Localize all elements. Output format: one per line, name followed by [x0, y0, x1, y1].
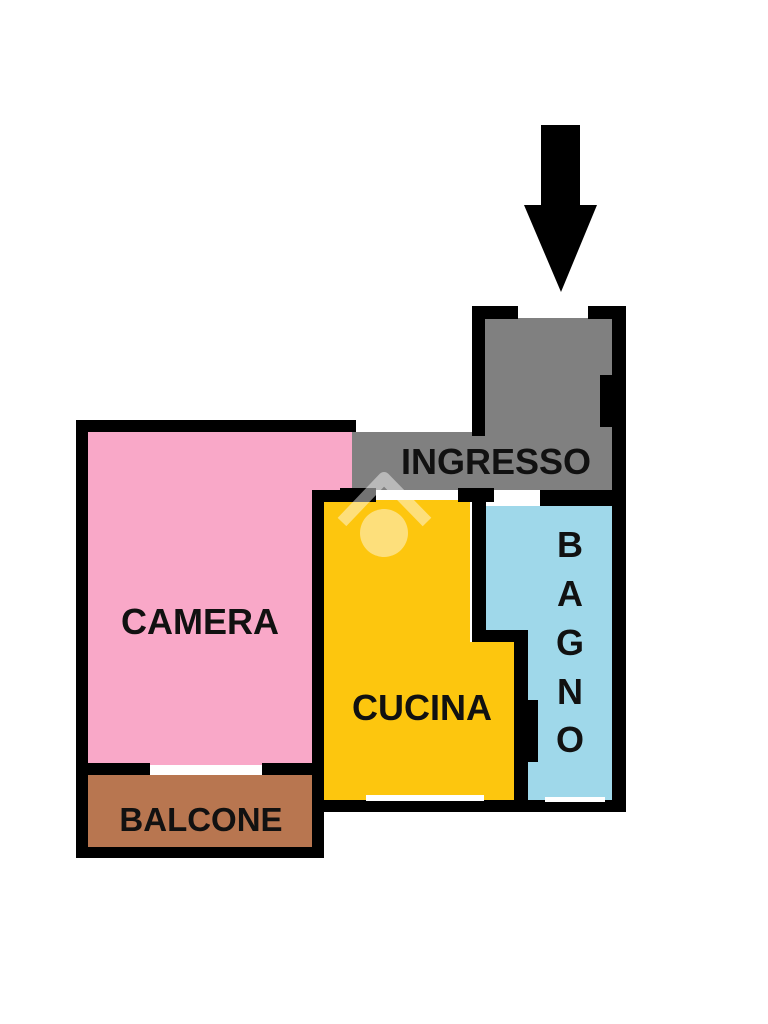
window-bagno [545, 797, 605, 802]
label-bagno-letter: B [557, 524, 583, 565]
house-logo-icon [337, 472, 432, 557]
wall-camera-top [76, 420, 356, 432]
wall-ingresso-left [472, 306, 485, 436]
room-cucina [324, 500, 516, 800]
label-cucina: CUCINA [352, 687, 492, 728]
wall-cucina-bagno-upper [472, 500, 486, 642]
wall-ingresso-cucina-right [458, 488, 494, 502]
label-bagno-letter: G [556, 622, 584, 663]
walls [76, 306, 626, 858]
label-ingresso: INGRESSO [401, 441, 591, 482]
label-bagno: B A G N O [556, 524, 584, 760]
wall-right [612, 306, 626, 811]
label-bagno-letter: O [556, 719, 584, 760]
room-camera [88, 430, 352, 765]
room-ingresso [352, 318, 612, 490]
wall-camera-balcone-right [262, 763, 320, 775]
label-bagno-letter: N [557, 671, 583, 712]
wall-ingresso-bagno [540, 490, 614, 506]
label-camera: CAMERA [121, 601, 279, 642]
wall-bottom-cucina [312, 800, 626, 812]
wall-left [76, 420, 88, 858]
arrow-down-icon [524, 125, 597, 292]
house-logo-dot [360, 509, 408, 557]
label-bagno-letter: A [557, 573, 583, 614]
wall-camera-balcone-left [88, 763, 150, 775]
room-balcone [88, 775, 312, 847]
wall-ingresso-jamb [600, 375, 614, 427]
wall-ingresso-top-left [472, 306, 518, 319]
wall-camera-corner [312, 490, 342, 502]
wall-bagno-jamb [514, 700, 538, 762]
house-logo-roof [337, 472, 432, 527]
wall-camera-cucina [312, 490, 324, 810]
window-cucina [366, 795, 484, 801]
room-bagno [485, 506, 612, 800]
label-balcone: BALCONE [119, 801, 282, 838]
wall-bottom-balcone [76, 847, 324, 858]
wall-ingresso-cucina [340, 488, 376, 502]
